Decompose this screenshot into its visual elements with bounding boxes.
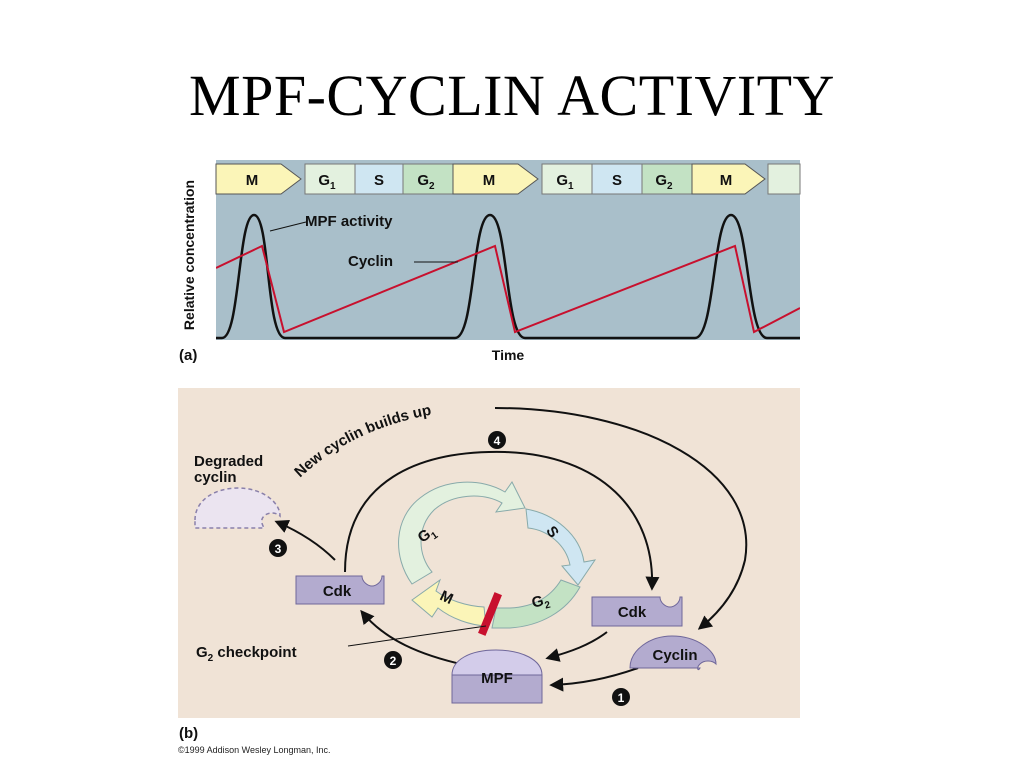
new-cyclin-label: New cyclin builds up [291,402,432,481]
cdk-right-block [591,596,683,627]
ring-g1-label: G1 [415,522,441,549]
panel-b-background [178,388,800,718]
cdk-left-block [295,575,385,605]
phase-s-2 [591,163,643,195]
cell-cycle-ring [398,481,597,636]
phase-g1-1 [304,163,356,195]
step-2-badge: 2 [384,651,402,669]
svg-text:4: 4 [494,434,501,448]
cdk-recycle-arrow [344,450,660,591]
panel-a-label: (a) [179,347,197,364]
cyclin-block-label: Cyclin [652,647,697,664]
step-3-badge: 3 [269,539,287,557]
degraded-line1: Degraded [194,453,263,470]
copyright-notice: ©1999 Addison Wesley Longman, Inc. [178,745,331,755]
phase-label-s-1: S [374,172,384,189]
phase-label-m-2: M [483,172,496,189]
g2-checkpoint-label: G2 checkpoint [196,644,297,664]
step-1-badge: 1 [612,688,630,706]
phase-m-3 [691,163,766,195]
ring-g2-label: G2 [530,591,552,615]
ring-s-segment [525,508,597,586]
mpf-complex [451,649,543,704]
phase-g1-2 [541,163,593,195]
mpf-leader-line [269,221,307,232]
cyclin-block [629,635,717,671]
phase-label-m-1: M [246,172,259,189]
phase-label-s-2: S [612,172,622,189]
new-cyclin-arrow [494,407,748,630]
cell-cycle-graph: M G1 S G2 M G1 S G2 M MPF activity Cycli… [179,160,801,364]
degraded-cyclin-shape [194,487,281,529]
mpf-to-cdk-arrow [360,609,466,666]
ring-g1-segment [398,481,526,585]
cyclin-to-mpf-arrow [549,667,639,692]
step-4-badge: 4 [488,431,506,449]
svg-text:2: 2 [390,654,397,668]
cdk-right-label: Cdk [618,604,647,621]
degradation-arrow [274,520,336,561]
ring-s-label: S [542,523,562,541]
phase-strip [215,163,801,195]
panel-b-label: (b) [179,725,198,742]
ring-g2-segment [491,579,581,629]
ring-m-segment [411,578,487,627]
phase-label-g1-1: G1 [318,172,336,192]
ring-m-label: M [437,587,456,608]
mpf-cyclin-top [451,649,543,676]
phase-label-g2-1: G2 [417,172,435,192]
phase-g2-1 [402,163,454,195]
svg-text:1: 1 [618,691,625,705]
mpf-activity-curve [216,213,800,340]
mpf-activity-label: MPF activity [305,213,393,230]
svg-text:3: 3 [275,542,282,556]
y-axis-label: Relative concentration [181,180,197,330]
mpf-cdk-bottom [451,674,543,704]
cyclin-label: Cyclin [348,253,393,270]
phase-blank [767,163,801,195]
phase-m-1 [215,163,302,195]
cdk-to-mpf-arrow [545,631,608,662]
checkpoint-leader-line [347,625,487,647]
phase-m-2 [452,163,539,195]
phase-label-g1-2: G1 [556,172,574,192]
slide-title: MPF-CYCLIN ACTIVITY [189,63,835,128]
phase-label-g2-2: G2 [655,172,673,192]
cyclin-curve [216,244,800,334]
g2-checkpoint-bar [478,592,502,636]
mpf-label: MPF [481,670,513,687]
phase-label-m-3: M [720,172,733,189]
degraded-line2: cyclin [194,469,237,486]
cdk-left-label: Cdk [323,583,352,600]
x-axis-label: Time [492,347,525,363]
